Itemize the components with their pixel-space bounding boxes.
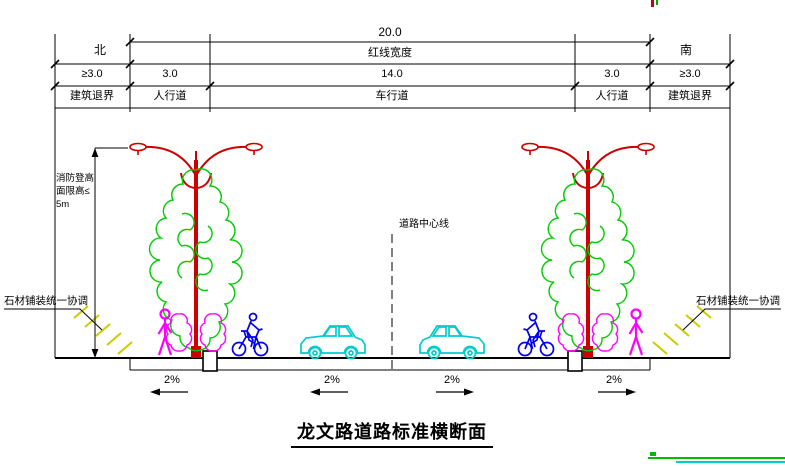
dim-right-sidewalk-width: 3.0 [604,68,620,80]
car-left [300,325,366,360]
left-paving-note: 石材铺装统一协调 [4,295,88,307]
ramp-hatch-right [652,305,712,355]
roadway-label: 车行道 [375,90,409,102]
right-paving-note: 石材铺装统一协调 [696,295,780,307]
dim-left-setback-width: ≥3.0 [81,68,103,80]
pedestrian-left [157,308,173,356]
tree-left [148,168,243,352]
slope-label-3: 2% [444,374,460,386]
adjacent-drawing-fragment [651,0,654,7]
right-sidewalk-label: 人行道 [595,90,629,102]
north-label: 北 [93,43,107,57]
slope-label-1: 2% [164,374,180,386]
ramp-hatch-left [73,305,133,355]
pedestrian-right [628,308,644,356]
car-right [419,325,485,360]
dimension-linework [50,34,735,112]
left-sidewalk-label: 人行道 [153,90,187,102]
street-lamp-left [129,142,263,358]
drawing-title: 龙文路道路标准横断面 [291,422,493,448]
center-line-label: 道路中心线 [399,219,449,230]
right-setback-label: 建筑退界 [668,90,712,102]
dim-left-sidewalk-width: 3.0 [162,68,178,80]
adjacent-drawing-fragment [648,457,785,459]
adjacent-drawing-fragment [676,461,785,463]
dim-total-width: 20.0 [378,25,402,39]
cyclist-left [231,312,269,357]
tree-right [540,168,635,352]
adjacent-drawing-fragment [650,452,656,456]
dim-redline-label: 红线宽度 [368,47,412,59]
slope-arrows [150,388,636,396]
street-lamp-right [521,142,655,358]
fire-height-note: 消防登高 面限高≤ 5m [56,172,94,211]
shrubs-right [557,313,619,352]
fire-height-note-line2: 面限高≤ [56,186,90,197]
adjacent-drawing-fragment [656,0,658,5]
slope-label-4: 2% [606,374,622,386]
dim-right-setback-width: ≥3.0 [679,68,701,80]
dim-roadway-width: 14.0 [381,68,403,80]
height-dimension [91,147,128,358]
fire-height-note-line1: 消防登高 [56,173,95,184]
ground-structure [54,112,731,371]
left-setback-label: 建筑退界 [70,90,114,102]
fire-height-note-line3: 5m [56,199,70,210]
south-label: 南 [679,43,693,57]
cyclist-right [517,312,555,357]
shrubs-left [165,313,227,352]
slope-label-2: 2% [324,374,340,386]
